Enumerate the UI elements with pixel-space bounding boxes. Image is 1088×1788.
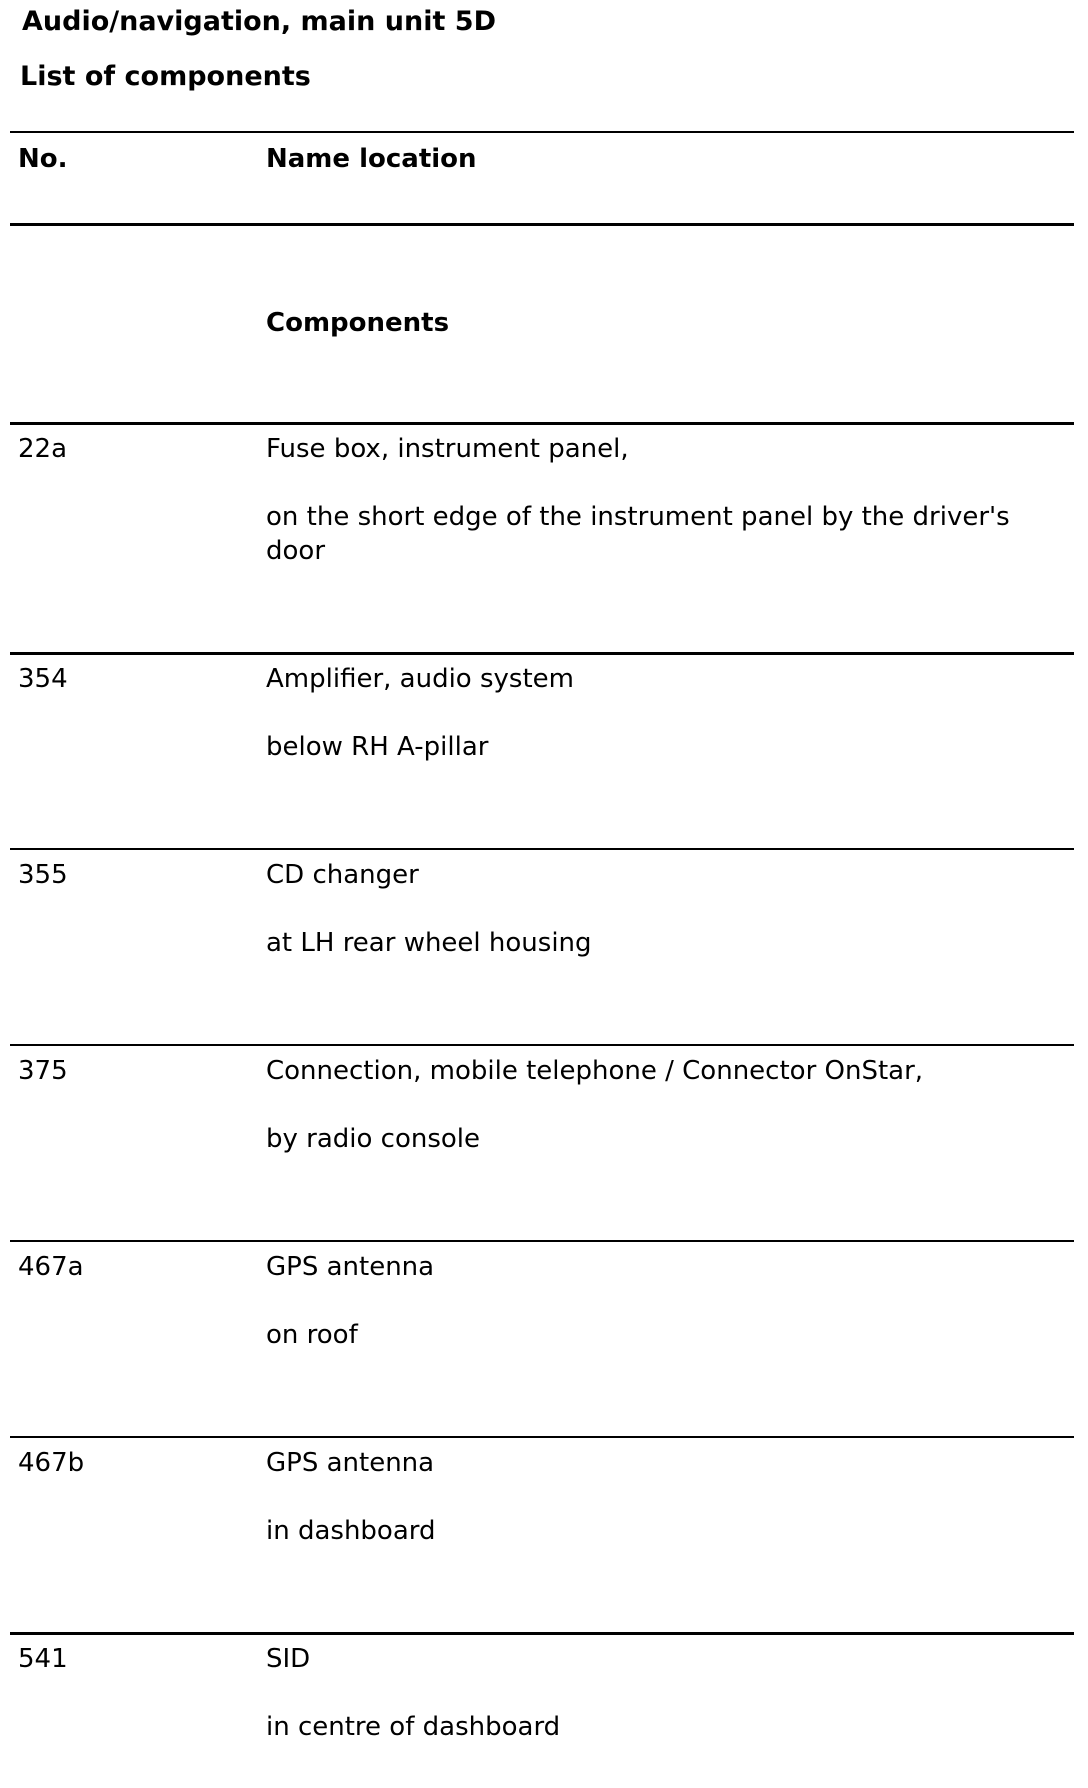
- row-rule: [10, 1436, 1074, 1438]
- row-location: in dashboard: [266, 1516, 436, 1546]
- row-number: 541: [18, 1644, 68, 1674]
- row-rule: [10, 422, 1074, 425]
- row-location: by radio console: [266, 1124, 481, 1154]
- row-rule: [10, 848, 1074, 850]
- row-rule: [10, 1044, 1074, 1046]
- row-rule: [10, 1632, 1074, 1635]
- row-rule: [10, 652, 1074, 655]
- row-location: below RH A-pillar: [266, 732, 489, 762]
- row-rule: [10, 1240, 1074, 1242]
- row-name: CD changer: [266, 860, 419, 890]
- row-name: Connection, mobile telephone / Connector…: [266, 1056, 924, 1086]
- row-number: 22a: [18, 434, 68, 464]
- row-location: on the short edge of the instrument pane…: [266, 502, 1010, 566]
- row-location: in centre of dashboard: [266, 1712, 561, 1742]
- row-name: GPS antenna: [266, 1252, 435, 1282]
- row-location: at LH rear wheel housing: [266, 928, 592, 958]
- document-title: Audio/navigation, main unit 5D: [22, 6, 496, 37]
- row-name: Fuse box, instrument panel,: [266, 434, 629, 464]
- header-bottom-rule: [10, 223, 1074, 226]
- column-header-no: No.: [18, 144, 68, 174]
- column-header-name-location: Name location: [266, 144, 477, 174]
- row-number: 467b: [18, 1448, 85, 1478]
- row-number: 355: [18, 860, 68, 890]
- row-number: 354: [18, 664, 68, 694]
- row-name: Amplifier, audio system: [266, 664, 574, 694]
- section-label: Components: [266, 308, 450, 338]
- row-number: 467a: [18, 1252, 84, 1282]
- document-subtitle: List of components: [20, 61, 311, 92]
- table-top-rule: [10, 131, 1074, 133]
- row-name: GPS antenna: [266, 1448, 435, 1478]
- row-number: 375: [18, 1056, 68, 1086]
- row-name: SID: [266, 1644, 311, 1674]
- row-location: on roof: [266, 1320, 358, 1350]
